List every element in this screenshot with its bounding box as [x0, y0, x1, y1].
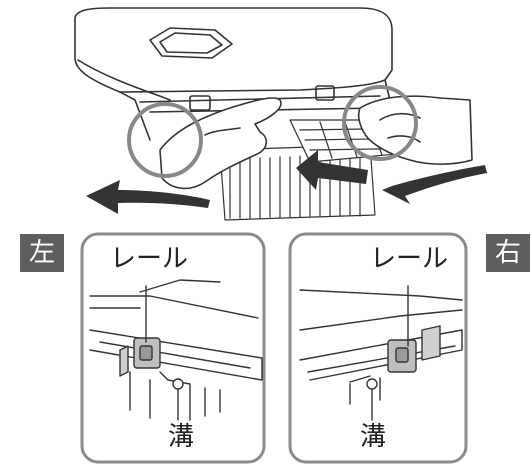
left-detail-drawing	[89, 279, 263, 421]
right-groove-label: 溝	[356, 422, 391, 452]
left-rail-label: レール	[106, 244, 193, 274]
right-rail-label: レール	[366, 244, 453, 274]
left-groove-label: 溝	[164, 422, 199, 452]
arrows	[86, 150, 487, 214]
left-side-badge: 左	[20, 234, 64, 272]
left-detail-panel	[80, 232, 266, 464]
appliance-body	[74, 7, 393, 141]
highlight-circle-right	[342, 85, 418, 161]
right-side-badge: 右	[486, 234, 530, 272]
right-detail-drawing	[299, 285, 463, 421]
highlight-circle-left	[127, 102, 203, 178]
